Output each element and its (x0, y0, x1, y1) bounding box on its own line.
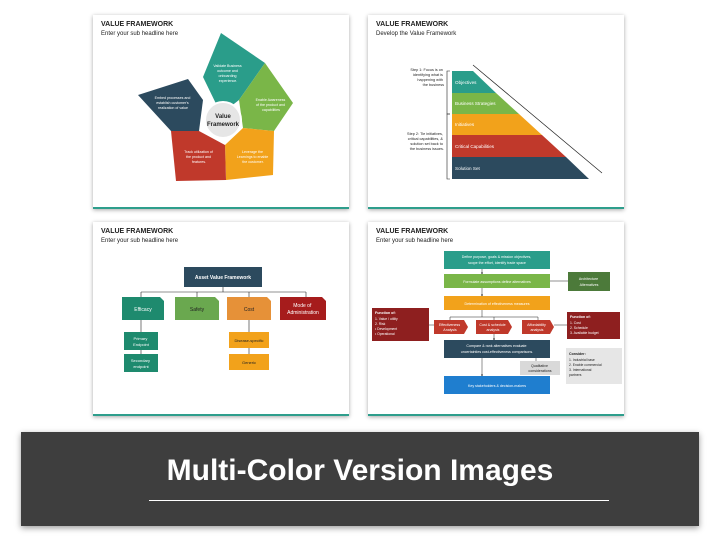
right-function-items: 1. Cost 2. Schedule 3. Available budget (570, 321, 599, 335)
box-compare-rank (444, 340, 550, 358)
slide-asset-value-tree: VALUE FRAMEWORK Enter your sub headline … (93, 222, 349, 416)
root-node (184, 267, 262, 287)
slide-title: VALUE FRAMEWORK (376, 21, 449, 28)
step2-bracket (446, 113, 450, 180)
multi-color-banner: Multi-Color Version Images (21, 432, 699, 526)
petal-track-text: Track utilization of the product and fea… (184, 150, 214, 164)
layer-critical-capabilities (452, 135, 566, 157)
pyramid-diagram: Objectives Business Strategies Initiativ… (407, 64, 603, 180)
left-function-items: 1. Value / utility 2. Risk • Development… (375, 317, 399, 336)
slide-value-framework-flow: VALUE FRAMEWORK Enter your sub headline … (368, 222, 624, 416)
petal-leverage (225, 128, 274, 180)
box-qualitative-text: Qualitative considerations (528, 364, 551, 373)
box-key-stakeholders (444, 376, 550, 394)
box-define-purpose-text: Define purpose, goals & mission objectiv… (462, 255, 533, 265)
box-architecture-alternatives-text: Architecture Alternatives (579, 277, 599, 287)
branch-mode-label: Mode of Administration (287, 303, 319, 316)
slide-title: VALUE FRAMEWORK (101, 228, 174, 235)
box-compare-rank-text: Compare & rank alternatives evaluate unc… (461, 344, 533, 354)
step1-bracket (446, 70, 450, 115)
tree-diagram: Asset Value Framework Efficacy Safety Co… (122, 267, 326, 372)
layer-solution-set (452, 157, 589, 179)
slide-subtitle: Enter your sub headline here (101, 31, 179, 37)
branch-safety-label: Safety (190, 307, 205, 313)
box-cost-schedule-analysis (476, 320, 512, 334)
banner-title: Multi-Color Version Images (166, 454, 554, 487)
node-generic-label: Generic (242, 360, 256, 365)
slide-title: VALUE FRAMEWORK (376, 228, 449, 235)
branch-mode-of-administration (280, 297, 326, 320)
layer-initiatives-label: Initiatives (455, 122, 475, 127)
petal-leverage-text: Leverage the Learnings to enable the cus… (237, 150, 270, 164)
layer-business-strategies-label: Business Strategies (455, 101, 496, 106)
tree-connectors (140, 287, 307, 354)
slide-value-framework-star: VALUE FRAMEWORK Enter your sub headline … (93, 15, 349, 209)
star-diagram: Value Framework Validate Business outcom… (138, 33, 293, 181)
consider-items: 1. Industrial base 2. Enable commercial … (569, 358, 603, 377)
branch-cost-label: Cost (244, 307, 255, 313)
step1-text: Step 1: Focus is on identifying what is … (410, 68, 444, 87)
flow-diagram: Define purpose, goals & mission objectiv… (372, 251, 622, 394)
box-left-function-of (372, 308, 429, 341)
slide-title: VALUE FRAMEWORK (101, 21, 174, 28)
box-formulate-assumptions (444, 274, 550, 288)
box-qualitative (520, 361, 560, 375)
layer-objectives (452, 71, 496, 93)
petal-track (171, 131, 226, 181)
node-primary-endpoint-label: Primary Endpoint (133, 336, 150, 347)
root-node-label: Asset Value Framework (195, 275, 251, 281)
node-disease-specific-label: Disease-specific (234, 338, 263, 343)
branch-cost (227, 297, 271, 320)
node-secondary-endpoint-label: Secondary endpoint (131, 358, 151, 369)
branch-efficacy (122, 297, 164, 320)
box-key-stakeholders-text: Key stakeholders & decision-makers (468, 384, 526, 388)
node-secondary-endpoint (124, 354, 158, 372)
box-formulate-assumptions-text: Formulate assumptions define alternative… (463, 280, 531, 284)
consider-title: Consider: (569, 352, 586, 356)
box-affordability-analysis-text: Affordability analysis (527, 323, 547, 332)
box-architecture-alternatives (568, 272, 610, 291)
petal-validate (203, 33, 265, 114)
center-label-2: Framework (207, 122, 240, 128)
petal-enable-text: Enable Awareness of the product and capa… (256, 98, 287, 112)
step2-text: Step 2: Tie initiatives, critical capabi… (407, 132, 444, 151)
box-right-function-of (567, 312, 620, 339)
center-label-1: Value (215, 114, 231, 120)
petal-embed (138, 79, 203, 131)
node-disease-specific (229, 332, 269, 348)
banner-underline (149, 500, 609, 501)
box-effectiveness-analysis-text: Effectiveness Analysis (439, 323, 461, 332)
layer-business-strategies (452, 93, 519, 114)
box-effectiveness-measures-text: Determination of effectiveness measures (464, 302, 529, 306)
center-circle (204, 101, 242, 139)
box-effectiveness-measures (444, 296, 550, 310)
left-function-title: Function of: (375, 311, 396, 315)
layer-critical-capabilities-label: Critical Capabilities (455, 144, 495, 149)
pyramid-edge-line (472, 64, 603, 174)
box-affordability-analysis (522, 320, 554, 334)
petal-validate-text: Validate Business outcome and onboarding… (213, 64, 242, 83)
node-generic (229, 354, 269, 370)
right-function-title: Function of: (570, 315, 591, 319)
node-primary-endpoint (124, 332, 158, 350)
slide-subtitle: Enter your sub headline here (101, 238, 179, 244)
slide-value-framework-pyramid: VALUE FRAMEWORK Develop the Value Framew… (368, 15, 624, 209)
box-cost-schedule-analysis-text: Cost & schedule analysis (479, 323, 506, 332)
slide-subtitle: Develop the Value Framework (376, 31, 457, 37)
slide-subtitle: Enter your sub headline here (376, 238, 454, 244)
branch-efficacy-label: Efficacy (134, 307, 152, 313)
petal-enable (239, 63, 293, 131)
box-define-purpose (444, 251, 550, 269)
layer-objectives-label: Objectives (455, 80, 477, 85)
layer-initiatives (452, 114, 542, 135)
box-consider (566, 348, 622, 384)
petal-embed-text: Embed processes and establish customer's… (155, 96, 192, 110)
branch-safety (175, 297, 219, 320)
box-effectiveness-analysis (434, 320, 468, 334)
layer-solution-set-label: Solution Set (455, 166, 480, 171)
